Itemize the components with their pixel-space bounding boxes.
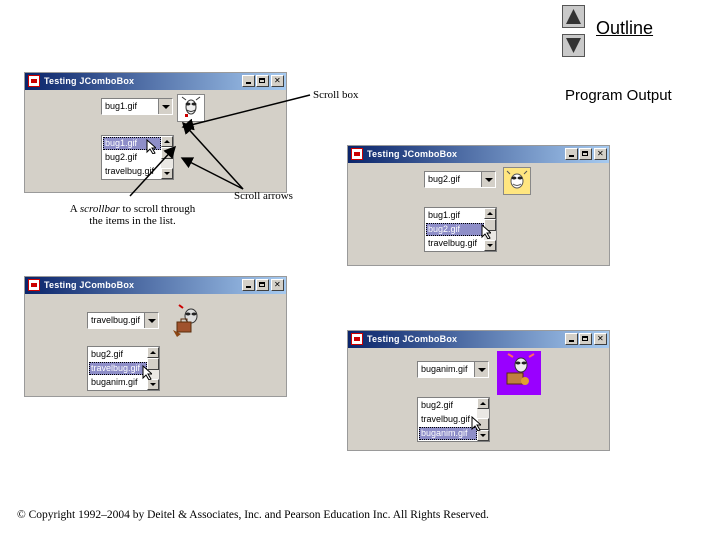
title-bar[interactable]: Testing JComboBox — [25, 73, 286, 90]
list-item[interactable]: bug2.gif — [105, 152, 138, 162]
image-combobox[interactable]: bug2.gif — [424, 171, 496, 188]
scrollbar[interactable] — [147, 347, 159, 390]
title-bar[interactable]: Testing JComboBox — [348, 146, 609, 163]
combobox-value: bug2.gif — [428, 174, 461, 184]
scroll-box-annotation: Scroll box — [313, 89, 359, 101]
minimize-button[interactable] — [565, 148, 578, 160]
title-bar[interactable]: Testing JComboBox — [348, 331, 609, 348]
scrollbar-annotation: A scrollbar to scroll through the items … — [55, 203, 210, 227]
program-output-label: Program Output — [565, 87, 672, 104]
previous-slide-button[interactable] — [562, 5, 585, 28]
combobox-value: travelbug.gif — [91, 315, 141, 325]
java-cup-icon — [28, 279, 40, 291]
minimize-button[interactable] — [242, 75, 255, 87]
jcombobox-window-4: Testing JComboBox buganim.gif bug2.gif t… — [348, 331, 609, 450]
scrollbar[interactable] — [477, 398, 489, 441]
window-title: Testing JComboBox — [367, 149, 458, 159]
list-item[interactable]: buganim.gif — [91, 377, 138, 387]
scroll-up-arrow[interactable] — [477, 398, 489, 409]
scrollbar-annotation-text: A — [69, 203, 80, 215]
list-item[interactable]: bug1.gif — [428, 210, 461, 220]
list-item[interactable]: travelbug.gif — [89, 362, 147, 375]
jcombobox-window-3: Testing JComboBox travelbug.gif bug2.gif… — [25, 277, 286, 396]
close-button[interactable] — [594, 333, 607, 345]
scroll-arrows-annotation: Scroll arrows — [234, 190, 293, 202]
jcombobox-window-1: Testing JComboBox bug1.gif bug1.gif bug2… — [25, 73, 286, 192]
scrollbar-arrow — [129, 145, 177, 197]
dropdown-arrow-icon[interactable] — [144, 313, 158, 328]
close-button[interactable] — [594, 148, 607, 160]
bug1-image — [177, 94, 205, 122]
travelbug-image — [171, 304, 207, 340]
scrollbar-annotation-text: the items in the list. — [89, 215, 176, 227]
java-cup-icon — [351, 148, 363, 160]
buganim-image — [497, 351, 541, 395]
image-combobox[interactable]: travelbug.gif — [87, 312, 159, 329]
scroll-arrow-up-pointer — [181, 121, 244, 190]
outline-link[interactable]: Outline — [596, 18, 654, 38]
jcombobox-window-2: Testing JComboBox bug2.gif bug1.gif bug2… — [348, 146, 609, 265]
scroll-arrow-down-pointer — [180, 157, 244, 190]
scrollbar[interactable] — [484, 208, 496, 251]
scroll-box-arrow — [181, 94, 311, 131]
scroll-down-arrow[interactable] — [484, 240, 496, 251]
list-item[interactable]: bug2.gif — [426, 223, 484, 236]
title-bar[interactable]: Testing JComboBox — [25, 277, 286, 294]
combobox-value: bug1.gif — [105, 101, 138, 111]
dropdown-arrow-icon[interactable] — [158, 99, 172, 114]
scroll-down-arrow[interactable] — [477, 430, 489, 441]
java-cup-icon — [28, 75, 40, 87]
maximize-button[interactable] — [256, 279, 269, 291]
list-item[interactable]: buganim.gif — [419, 427, 477, 440]
scroll-down-arrow[interactable] — [161, 168, 173, 179]
combobox-value: buganim.gif — [421, 364, 468, 374]
mouse-pointer-icon — [142, 365, 152, 380]
bug2-image — [503, 167, 531, 195]
minimize-button[interactable] — [242, 279, 255, 291]
image-combobox[interactable]: bug1.gif — [101, 98, 173, 115]
java-cup-icon — [351, 333, 363, 345]
scroll-box[interactable] — [147, 358, 159, 370]
mouse-pointer-icon — [471, 416, 481, 431]
dropdown-arrow-icon[interactable] — [481, 172, 495, 187]
scroll-down-arrow[interactable] — [147, 379, 159, 390]
close-button[interactable] — [271, 279, 284, 291]
list-item[interactable]: bug2.gif — [91, 349, 124, 359]
list-item[interactable]: travelbug.gif — [421, 414, 471, 424]
triangle-up-icon — [566, 9, 581, 24]
scroll-box[interactable] — [484, 219, 496, 231]
window-title: Testing JComboBox — [367, 334, 458, 344]
copyright-footer: © Copyright 1992–2004 by Deitel & Associ… — [17, 509, 489, 521]
image-combobox[interactable]: buganim.gif — [417, 361, 489, 378]
scroll-up-arrow[interactable] — [147, 347, 159, 358]
scrollbar-annotation-text: to scroll through — [119, 203, 196, 215]
close-button[interactable] — [271, 75, 284, 87]
triangle-down-icon — [566, 38, 581, 53]
combobox-popup-list[interactable]: bug2.gif travelbug.gif buganim.gif — [87, 346, 160, 391]
mouse-pointer-icon — [481, 224, 491, 239]
mouse-pointer-icon — [146, 139, 156, 154]
maximize-button[interactable] — [579, 333, 592, 345]
minimize-button[interactable] — [565, 333, 578, 345]
list-item[interactable]: travelbug.gif — [105, 166, 155, 176]
combobox-popup-list[interactable]: bug1.gif bug2.gif travelbug.gif — [101, 135, 174, 180]
dropdown-arrow-icon[interactable] — [474, 362, 488, 377]
scroll-up-arrow[interactable] — [484, 208, 496, 219]
combobox-popup-list[interactable]: bug2.gif travelbug.gif buganim.gif — [417, 397, 490, 442]
maximize-button[interactable] — [579, 148, 592, 160]
scrollbar-term: scrollbar — [79, 203, 120, 215]
window-title: Testing JComboBox — [44, 280, 135, 290]
window-title: Testing JComboBox — [44, 76, 135, 86]
next-slide-button[interactable] — [562, 34, 585, 57]
maximize-button[interactable] — [256, 75, 269, 87]
list-item[interactable]: travelbug.gif — [428, 238, 478, 248]
list-item[interactable]: bug2.gif — [421, 400, 454, 410]
